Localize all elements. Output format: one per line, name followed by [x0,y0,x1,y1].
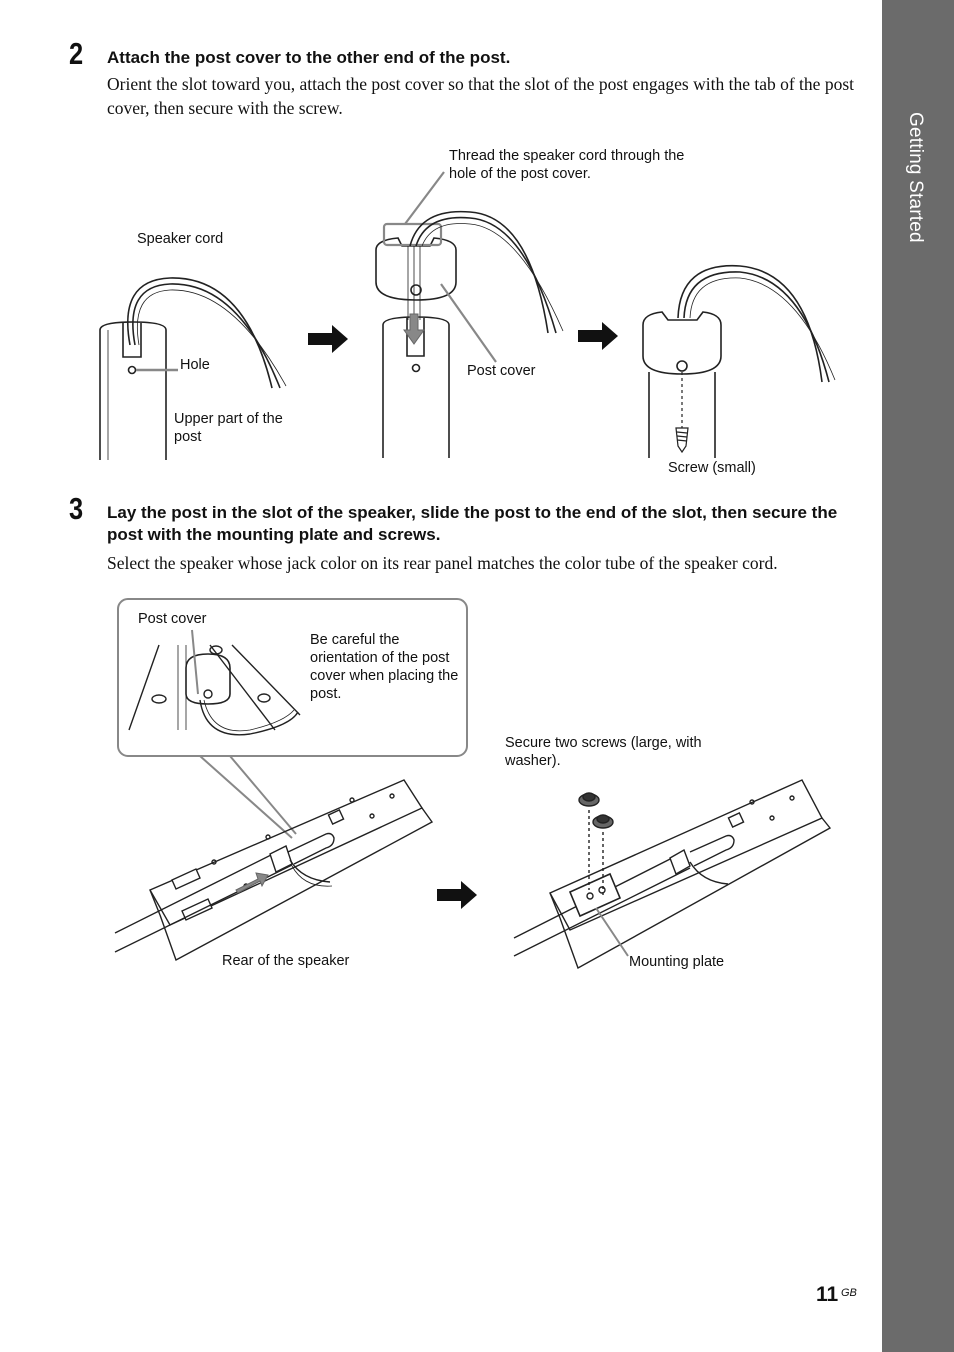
step-3-number: 3 [69,491,84,526]
detail-leader-2 [229,755,297,835]
step-2-title: Attach the post cover to the other end o… [107,48,511,67]
rear-speaker-label: Rear of the speaker [222,953,350,969]
mounting-plate-label: Mounting plate [629,954,725,970]
screw-small-label: Screw (small) [668,460,756,476]
step-2-arrow-1 [308,325,348,353]
page-region-suffix: GB [841,1287,857,1299]
page-number: 11 [816,1283,839,1306]
thread-callout-box [382,222,443,247]
section-side-tab [882,0,954,1352]
step-3-arrow [437,881,477,909]
step-3-body: Select the speaker whose jack color on i… [107,553,778,573]
speaker-secured-right [513,779,832,970]
post-cover-label: Post cover [467,363,536,379]
thread-leader-line [404,171,445,225]
post-assembled [642,311,722,458]
speaker-rear-left [114,779,434,962]
screw-small [675,427,689,454]
upper-part-label: Upper part of the post [174,411,283,445]
detail-post-cover-label: Post cover [138,611,207,627]
insert-arrow [403,313,425,345]
step-2-arrow-2 [578,322,618,350]
speaker-cord-label: Speaker cord [137,231,224,247]
speaker-cord-3 [677,264,836,383]
screw-large-2 [592,814,614,829]
post-cover-leader-line [440,283,497,363]
slide-arrow [235,872,269,894]
careful-note-label: Be careful the orientation of the post c… [310,632,459,702]
step-2-body: Orient the slot toward you, attach the p… [107,74,854,118]
thread-label: Thread the speaker cord through the hole… [449,148,685,182]
screw-large-1 [578,792,600,807]
detail-post-cover-leader [191,629,199,695]
mounting-plate-leader [595,907,629,957]
step-3-title: Lay the post in the slot of the speaker,… [107,503,838,544]
step-2-number: 2 [69,36,84,71]
speaker-cord-1 [126,277,287,389]
speaker-cord-2 [407,210,564,334]
secure-screws-label: Secure two screws (large, with washer). [505,735,702,769]
detail-slot-view [128,644,301,736]
hole-label: Hole [180,357,210,373]
detail-callout-box [117,598,468,757]
detail-leader-1 [199,755,293,839]
section-side-tab-label: Getting Started [905,112,926,243]
